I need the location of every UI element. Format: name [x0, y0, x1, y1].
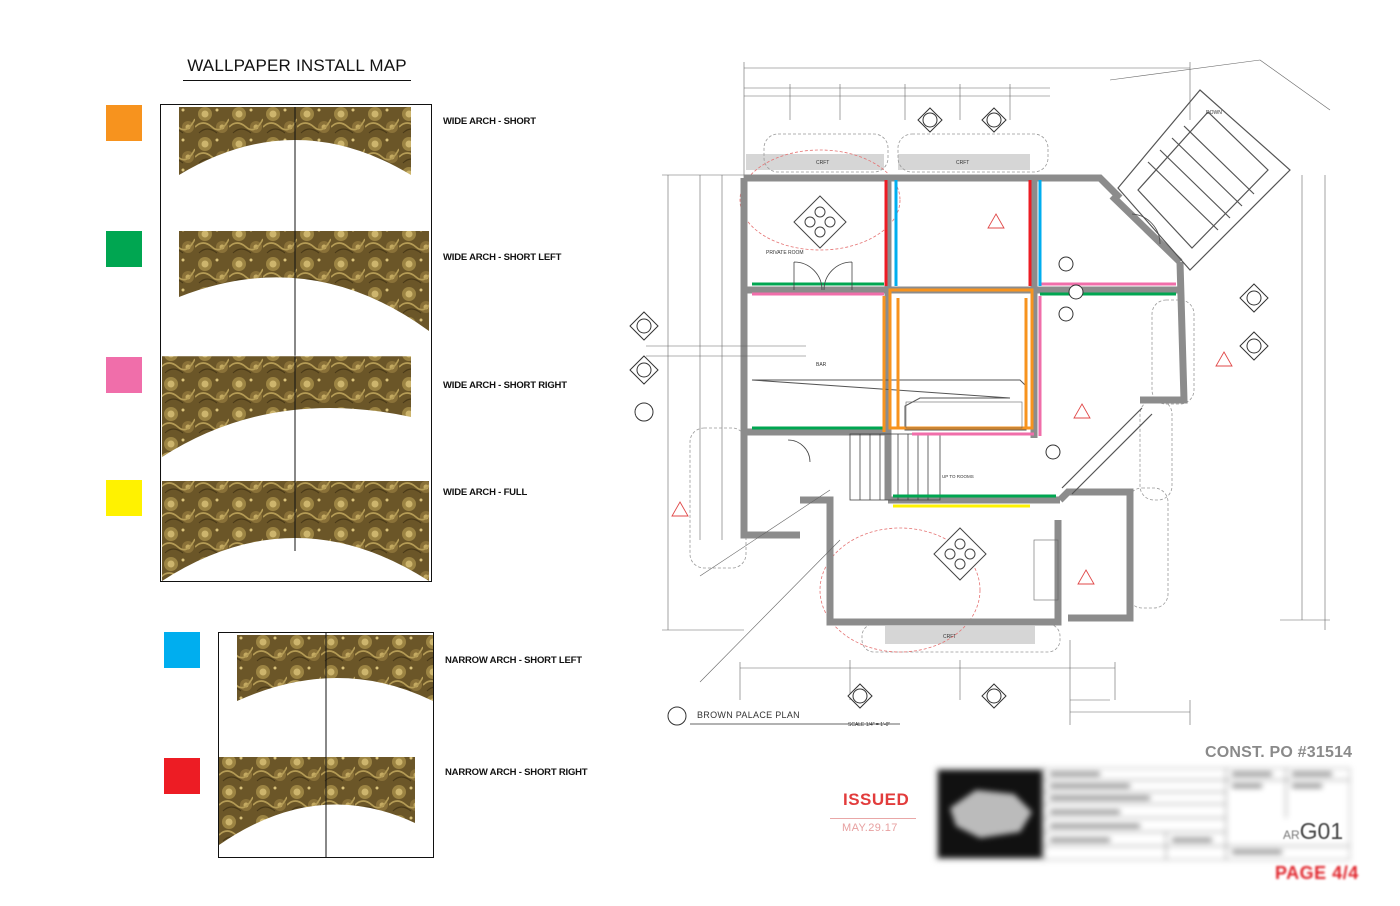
wide-arch-panel: [160, 104, 432, 582]
wide-arch-short-right-sample: [162, 356, 411, 457]
narrow-arch-samples: [219, 633, 433, 857]
map-title: WALLPAPER INSTALL MAP: [183, 56, 411, 81]
label-narrow-arch-short-left: NARROW ARCH - SHORT LEFT: [445, 655, 582, 666]
dimension-lines: [662, 59, 1331, 725]
title-block-graphic: [935, 767, 1351, 861]
craft-zone-top-right: [898, 154, 1030, 170]
wide-arch-short-left-sample: [179, 231, 429, 331]
plan-title: BROWN PALACE PLAN: [697, 710, 800, 720]
sheet-id-number: G01: [1299, 818, 1344, 844]
issued-date: MAY.29.17: [842, 822, 898, 834]
swatch-wide-arch-short: [106, 105, 142, 141]
swatch-wide-arch-short-left: [106, 231, 142, 267]
label-wide-arch-short-right: WIDE ARCH - SHORT RIGHT: [443, 380, 567, 391]
craft-label-3: CRFT: [943, 634, 956, 640]
craft-label-2: CRFT: [956, 160, 969, 166]
wide-arch-short-sample: [179, 107, 411, 175]
label-wide-arch-full: WIDE ARCH - FULL: [443, 487, 528, 498]
keynote-diamonds: [793, 195, 987, 581]
stair-tower: [1061, 89, 1291, 495]
room-label-down: DOWN: [1206, 110, 1222, 116]
label-wide-arch-short-left: WIDE ARCH - SHORT LEFT: [443, 252, 562, 263]
craft-zone-bottom: [885, 626, 1035, 644]
sheet-prefix: AR: [1283, 828, 1300, 842]
const-po-number: CONST. PO #31514: [1205, 744, 1353, 761]
issued-stamp: ISSUED: [843, 790, 910, 809]
craft-zone-top-left: [746, 154, 884, 170]
plan-scale: SCALE 1/4" = 1'-0": [848, 722, 891, 728]
misc-linework: [646, 345, 1110, 701]
page-number: PAGE 4/4: [1275, 863, 1359, 883]
room-label-private-room: PRIVATE ROOM: [766, 250, 804, 256]
floor-plan: CRFT CRFT CRFT DOWN: [629, 59, 1331, 726]
narrow-arch-short-left-sample: [237, 635, 433, 701]
doors: [787, 213, 1161, 463]
swatch-wide-arch-full: [106, 480, 142, 516]
room-label-up-to-rooms: UP TO ROOMS: [942, 474, 974, 479]
swatch-wide-arch-short-right: [106, 357, 142, 393]
wide-arch-samples: [161, 107, 431, 581]
sheet-number: ARG01: [1283, 818, 1343, 845]
section-markers: [629, 107, 1269, 709]
craft-label-1: CRFT: [816, 160, 829, 166]
title-block: [935, 767, 1351, 861]
revision-triangles: [671, 213, 1233, 585]
swatch-narrow-arch-short-left: [164, 632, 200, 668]
label-wide-arch-short: WIDE ARCH - SHORT: [443, 116, 536, 127]
label-narrow-arch-short-right: NARROW ARCH - SHORT RIGHT: [445, 767, 588, 778]
narrow-arch-panel: [218, 632, 434, 858]
plan-title-marker: [667, 706, 687, 726]
narrow-arch-short-right-sample: [219, 757, 415, 845]
bar-counter: [751, 379, 1027, 431]
room-label-bar: BAR: [816, 362, 827, 368]
central-stairs: [849, 433, 941, 501]
swatch-narrow-arch-short-right: [164, 758, 200, 794]
issued-rule: [830, 818, 916, 819]
